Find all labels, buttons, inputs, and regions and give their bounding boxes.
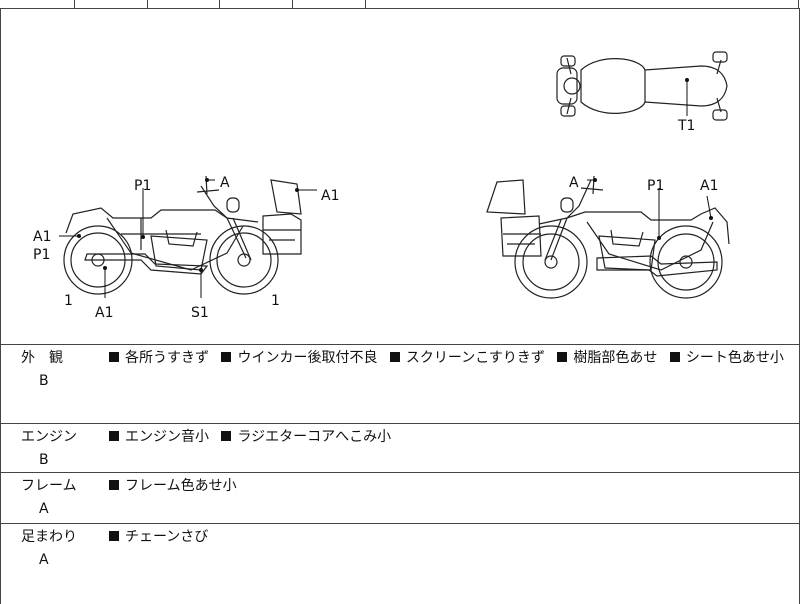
note-text: スクリーンこすりきず	[405, 350, 545, 366]
label-p1-tank-right: P1	[647, 178, 664, 194]
right-side-motorcycle-drawing	[486, 175, 730, 299]
note-item: チェーンさび	[109, 529, 208, 545]
bullet-square-icon	[221, 431, 232, 441]
bullet-square-icon	[669, 352, 680, 362]
bullet-square-icon	[557, 352, 568, 362]
label-a-mirror-right: A	[569, 175, 579, 191]
label-s1-engine: S1	[191, 305, 209, 321]
category-label: エンジン	[21, 429, 77, 445]
table-cell-divider	[365, 0, 366, 8]
grade-value: A	[39, 552, 49, 568]
bullet-square-icon	[221, 352, 232, 362]
note-item: ラジエターコアへこみ小	[221, 429, 391, 445]
notes-list: チェーンさび	[109, 528, 216, 546]
note-text: 樹脂部色あせ	[573, 350, 658, 366]
category-label: 足まわり	[21, 529, 77, 545]
notes-list: フレーム色あせ小	[109, 477, 245, 495]
grade-value: B	[39, 452, 49, 468]
top-table-strip	[0, 0, 799, 9]
motorcycle-diagram-svg: P1 A A1 A1 P1 1 A1 S1 1 A P1 A1 T1	[33, 51, 730, 321]
inspection-row-exterior: 外 観 B 各所うすきず ウインカー後取付不良 スクリーンこすりきず 樹脂部色あ…	[0, 345, 800, 424]
grade-value: A	[39, 501, 49, 517]
category-label: フレーム	[21, 478, 77, 494]
left-side-motorcycle-drawing	[63, 175, 302, 295]
label-p1-tank-left: P1	[134, 178, 151, 194]
label-a1-tail-right: A1	[700, 178, 718, 194]
notes-list: エンジン音小 ラジエターコアへこみ小	[109, 428, 399, 446]
label-t1-seat: T1	[677, 118, 695, 134]
note-item: フレーム色あせ小	[109, 478, 237, 494]
note-item: 各所うすきず	[109, 350, 209, 366]
table-cell-divider	[219, 0, 220, 8]
note-text: 各所うすきず	[125, 350, 209, 366]
inspection-row-frame: フレーム A フレーム色あせ小	[0, 473, 800, 524]
inspection-row-suspension: 足まわり A チェーンさび	[0, 524, 800, 604]
damage-diagram: P1 A A1 A1 P1 1 A1 S1 1 A P1 A1 T1	[0, 8, 800, 345]
label-a1-tail-left: A1	[33, 229, 51, 245]
note-text: チェーンさび	[125, 529, 209, 545]
bullet-square-icon	[109, 352, 119, 362]
grade-value: B	[39, 373, 49, 389]
note-item: エンジン音小	[109, 429, 209, 445]
bullet-square-icon	[109, 431, 119, 441]
note-text: シート色あせ小	[685, 350, 784, 366]
table-cell-divider	[74, 0, 75, 8]
bullet-square-icon	[389, 352, 400, 362]
label-a1-screen: A1	[321, 188, 339, 204]
note-item: スクリーンこすりきず	[389, 350, 545, 366]
category-label: 外 観	[21, 350, 63, 366]
note-text: フレーム色あせ小	[125, 478, 237, 494]
label-p1-tail: P1	[33, 247, 50, 263]
inspection-row-engine: エンジン B エンジン音小 ラジエターコアへこみ小	[0, 424, 800, 473]
notes-list: 各所うすきず ウインカー後取付不良 スクリーンこすりきず 樹脂部色あせ シート色…	[109, 349, 792, 367]
note-item: 樹脂部色あせ	[557, 350, 657, 366]
top-view-motorcycle-drawing	[556, 51, 728, 121]
callout-dots	[77, 78, 713, 272]
note-text: エンジン音小	[125, 429, 209, 445]
bullet-square-icon	[109, 531, 119, 541]
label-a1-exhaust: A1	[95, 305, 113, 321]
table-cell-divider	[147, 0, 148, 8]
label-1-front-left: 1	[64, 293, 73, 309]
bullet-square-icon	[109, 480, 119, 490]
callout-leader-lines	[59, 78, 712, 298]
label-a-mirror-left: A	[220, 175, 230, 191]
note-text: ラジエターコアへこみ小	[237, 429, 392, 445]
label-1-rear-left: 1	[271, 293, 280, 309]
note-text: ウインカー後取付不良	[237, 350, 378, 366]
table-cell-divider	[292, 0, 293, 8]
note-item: ウインカー後取付不良	[221, 350, 377, 366]
note-item: シート色あせ小	[669, 350, 784, 366]
